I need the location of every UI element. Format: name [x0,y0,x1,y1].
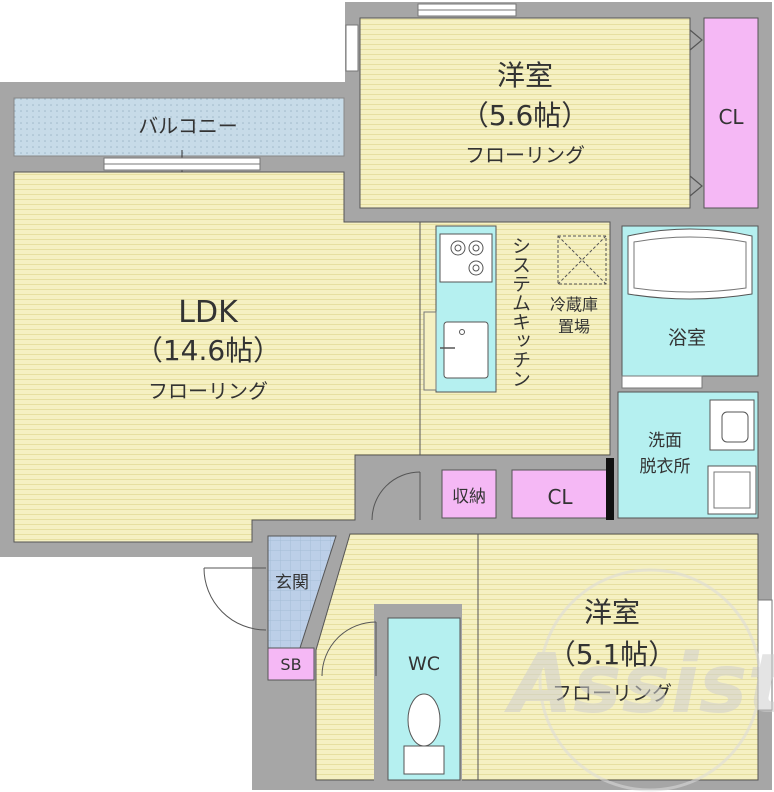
shoe-box: SB [267,647,315,681]
kitchen-area: システムキッチン 冷蔵庫 置場 [419,221,611,456]
bath-label: 浴室 [668,327,706,349]
ldk-name: LDK [178,295,239,330]
kitchen-label: システムキッチン [509,236,531,388]
closet-1-label: CL [718,105,744,129]
western-room-1-name: 洋室 [497,59,553,92]
closet-2-label: CL [547,485,573,509]
watermark-logo: Assist [503,568,774,792]
fridge-label-2: 置場 [558,317,590,336]
entrance: 玄関 [203,535,337,649]
western-room-2-name: 洋室 [584,596,640,629]
western-room-2-floor: フローリング [552,681,672,705]
toilet-label: WC [408,653,440,675]
ldk-size: （14.6帖） [135,334,281,367]
toilet-icon [403,693,445,775]
storage-label: 収納 [452,487,486,507]
entrance-label: 玄関 [275,573,309,593]
bath-room: 浴室 [621,225,759,389]
shoe-box-label: SB [280,655,301,674]
fridge-label-1: 冷蔵庫 [550,295,598,314]
bathtub-icon [627,228,753,300]
washroom-label-2: 脱衣所 [640,457,691,477]
ldk-floor: フローリング [148,379,268,403]
western-room-1-size: （5.6帖） [461,99,590,132]
closet-1: CL [689,17,759,209]
ldk-room: LDK （14.6帖） フローリング [13,157,421,543]
watermark-text: Assist [503,637,774,732]
western-room-2-size: （5.1帖） [548,638,677,671]
balcony: バルコニー [13,97,345,182]
western-room-1: 洋室 （5.6帖） フローリング [345,3,691,209]
western-room-1-floor: フローリング [465,143,585,167]
toilet-room: WC [321,604,462,784]
fridge-space [557,235,607,285]
balcony-label: バルコニー [138,114,238,138]
closet-2: CL [511,458,614,520]
washroom: 洗面 脱衣所 [617,391,759,519]
sink-icon [440,321,489,379]
washroom-label-1: 洗面 [648,431,682,451]
storage-room: 収納 [441,469,497,519]
stove-icon [439,233,493,283]
